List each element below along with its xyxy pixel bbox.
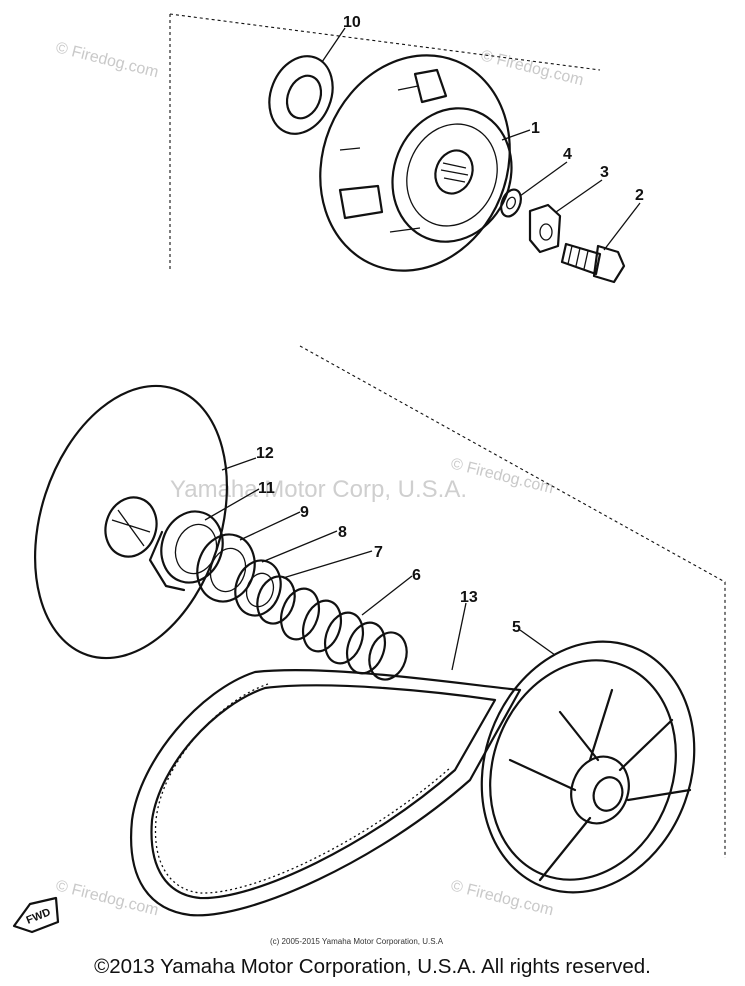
leader-8 [261, 530, 338, 563]
leader-10 [321, 27, 346, 63]
callout-9: 9 [300, 504, 309, 521]
callout-10: 10 [343, 14, 361, 31]
leader-1 [501, 129, 531, 141]
callout-2: 2 [635, 187, 644, 204]
watermark-firedog: © Firedog.com [54, 877, 160, 919]
lock-washer-3 [528, 203, 562, 254]
frame-line-lower [299, 345, 726, 858]
leader-9 [239, 511, 301, 541]
callout-11: 11 [258, 480, 275, 497]
bolt-2 [560, 242, 626, 284]
leader-11 [204, 488, 260, 521]
leader-3 [555, 179, 603, 213]
leader-13 [451, 602, 467, 671]
watermark-firedog: © Firedog.com [54, 39, 160, 81]
callout-13: 13 [460, 589, 478, 606]
fwd-label: FWD [25, 906, 53, 927]
callout-12: 12 [256, 445, 274, 462]
leader-6 [361, 575, 413, 616]
fwd-arrow-badge: FWD [12, 896, 60, 934]
washer-4 [500, 188, 522, 218]
frame-line-upper [169, 13, 601, 272]
callout-1: 1 [531, 120, 540, 137]
seat-8 [234, 559, 282, 617]
callout-3: 3 [600, 164, 609, 181]
collar-9 [196, 533, 256, 603]
seal-10 [268, 55, 334, 135]
footer-copyright: ©2013 Yamaha Motor Corporation, U.S.A. A… [94, 955, 651, 978]
bearing-11 [148, 510, 224, 592]
watermark-firedog: © Firedog.com [449, 877, 555, 919]
watermark-firedog: © Firedog.com [479, 47, 585, 89]
v-belt-13 [130, 669, 522, 917]
callout-7: 7 [374, 544, 383, 561]
leader-5 [519, 629, 556, 656]
callout-5: 5 [512, 619, 521, 636]
leader-12 [221, 457, 257, 471]
watermark-yamaha: Yamaha Motor Corp, U.S.A. [170, 476, 467, 503]
callout-6: 6 [412, 567, 421, 584]
callout-4: 4 [563, 146, 572, 163]
leader-4 [519, 161, 568, 197]
spring-6 [279, 587, 408, 681]
leader-2 [603, 202, 641, 251]
wheel-5 [480, 640, 696, 894]
sheave-disc-12 [33, 384, 229, 660]
small-credit: (c) 2005-2015 Yamaha Motor Corporation, … [270, 937, 444, 946]
spring-seat-7 [256, 575, 296, 625]
leader-7 [282, 550, 373, 579]
drive-sheave-1 [319, 54, 513, 272]
callout-8: 8 [338, 524, 347, 541]
